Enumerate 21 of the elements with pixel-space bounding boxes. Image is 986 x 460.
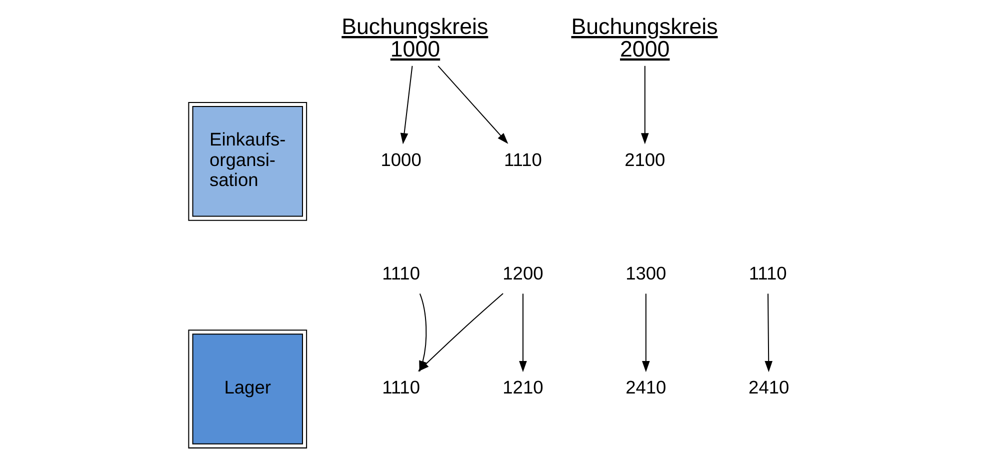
node-text: 1200 [502, 262, 544, 284]
node-text: 1210 [502, 376, 544, 397]
node-text: 2410 [748, 376, 790, 397]
node-box: Einkaufs- organsi- sation [188, 101, 308, 220]
arrow [438, 65, 508, 144]
node-text: 1110 [382, 262, 420, 284]
node-text: 1300 [626, 262, 666, 284]
node-text: Buchungskreis 1000 [342, 13, 488, 61]
node-box: Lager [188, 329, 308, 448]
node-text: Buchungskreis 2000 [571, 13, 718, 61]
arrow [400, 65, 413, 144]
node-text: 1000 [380, 148, 422, 170]
arrow [764, 293, 773, 372]
node-text: 1110 [748, 262, 787, 284]
arrow [519, 293, 527, 372]
arrow [640, 65, 649, 144]
node-text: 2100 [624, 148, 666, 170]
node-text: 2410 [626, 376, 666, 397]
node-text: 1110 [382, 376, 420, 397]
arrow [642, 293, 650, 372]
node-text: 1110 [504, 148, 542, 170]
